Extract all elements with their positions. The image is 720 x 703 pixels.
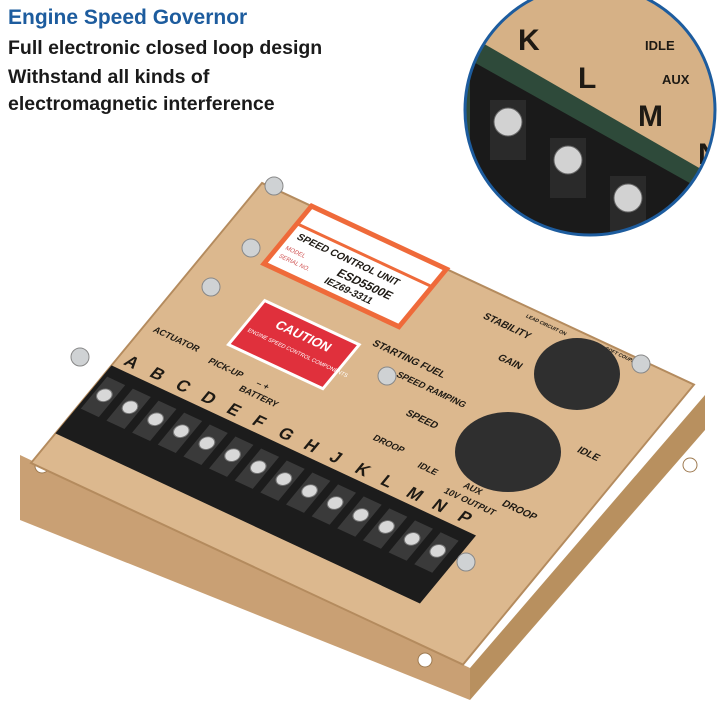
mount-hole <box>417 652 433 668</box>
board-side <box>470 395 705 700</box>
terminal-screw[interactable] <box>427 542 449 559</box>
screw <box>631 354 651 374</box>
inset-letter: L <box>578 62 596 95</box>
spec-label: SPEED CONTROL UNIT MODEL SERIAL NO. ESD5… <box>260 203 451 330</box>
inset-terminal-screw <box>553 145 583 175</box>
screw <box>264 176 284 196</box>
board-flange <box>20 455 470 700</box>
terminal-screw[interactable] <box>119 399 141 416</box>
terminal-screw[interactable] <box>196 435 218 452</box>
screw <box>377 366 397 386</box>
product-title: Engine Speed Governor <box>8 6 248 29</box>
terminal-screw[interactable] <box>247 459 269 476</box>
terminal-screw[interactable] <box>145 411 167 428</box>
terminal-screw[interactable] <box>350 506 372 523</box>
screw <box>201 277 221 297</box>
feature-line: Full electronic closed loop design <box>8 37 323 59</box>
feature-line: electromagnetic interference <box>8 93 275 115</box>
inset-terminal <box>670 214 706 235</box>
inset-terminal-screw <box>673 221 703 235</box>
inset-terminal-screw <box>613 183 643 213</box>
inset-border <box>463 0 717 237</box>
screw <box>456 552 476 572</box>
terminal-screw[interactable] <box>324 494 346 511</box>
mount-hole <box>682 457 698 473</box>
label-battery-polarity: – + <box>254 378 272 391</box>
terminal-screw[interactable] <box>170 423 192 440</box>
terminal-screw[interactable] <box>273 471 295 488</box>
inset-letter: M <box>638 100 663 133</box>
terminal-screw[interactable] <box>376 518 398 535</box>
screws <box>70 176 651 572</box>
inset-idle-label: IDLE <box>645 38 675 53</box>
terminal-screw[interactable] <box>299 483 321 500</box>
inset-terminal-screw <box>493 107 523 137</box>
board-face: SPEED CONTROL UNIT MODEL SERIAL NO. ESD5… <box>29 181 696 666</box>
speed-knob[interactable] <box>455 412 561 492</box>
feature-line: Withstand all kinds of <box>8 66 210 88</box>
terminal-screw[interactable] <box>401 530 423 547</box>
screw <box>241 238 261 258</box>
gain-knob[interactable] <box>534 338 620 410</box>
terminal-screw[interactable] <box>93 387 115 404</box>
inset-aux-label: AUX <box>662 72 690 87</box>
inset-letter: K <box>518 24 540 57</box>
terminal-screw[interactable] <box>222 447 244 464</box>
screw <box>70 347 90 367</box>
